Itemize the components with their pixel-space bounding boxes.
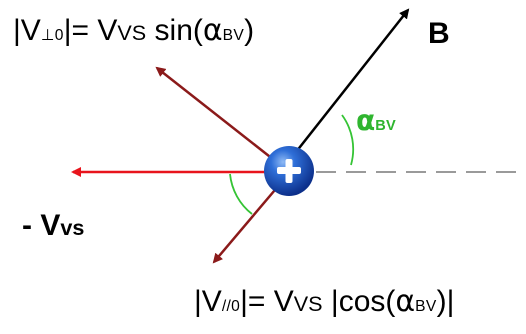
proton-plus-sphere-icon — [264, 146, 314, 196]
minus-vvs-label: - Vvs — [22, 209, 85, 242]
alpha-angle-arc-upper — [341, 114, 355, 166]
v-perp-arrow — [155, 66, 275, 161]
alpha-symbol: α — [356, 104, 376, 137]
alpha-subscript: BV — [375, 118, 397, 134]
v-parallel-arrow — [212, 183, 281, 264]
b-field-arrow — [295, 8, 410, 153]
b-field-label: B — [428, 17, 450, 50]
v-parallel-formula-label: |V//0|= VVS |cos(αBV)| — [194, 284, 455, 319]
angle-alpha-label: αBV — [356, 107, 396, 135]
alpha-angle-arc-lower — [229, 173, 253, 215]
v-perp-formula-label: |V⊥0|= VVS sin(αBV) — [13, 13, 255, 48]
